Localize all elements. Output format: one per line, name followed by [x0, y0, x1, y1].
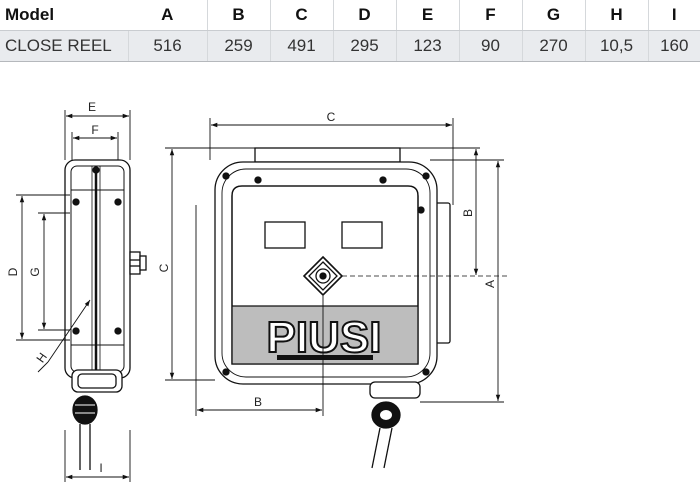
cell-b: 259 — [206, 30, 270, 62]
column-header-model: Model — [0, 0, 128, 31]
side-view-dimensions — [16, 110, 131, 482]
dim-label-g: G — [28, 267, 42, 276]
cell-c: 491 — [269, 30, 333, 62]
hose-stopper-side — [72, 395, 98, 425]
cell-i: 160 — [647, 30, 700, 62]
dim-label-e: E — [88, 100, 96, 114]
dim-label-c-left: C — [157, 263, 171, 272]
dim-label-a: A — [483, 280, 497, 288]
window-left — [264, 221, 306, 249]
front-view-dimension-labels: C C B A B — [157, 110, 497, 409]
hose-inlet — [129, 251, 147, 275]
cell-f: 90 — [458, 30, 522, 62]
column-header-d: D — [332, 0, 396, 31]
cell-g: 270 — [521, 30, 585, 62]
dim-label-i: I — [99, 461, 102, 475]
column-header-g: G — [521, 0, 585, 31]
cell-a: 516 — [127, 30, 207, 62]
table-row: CLOSE REEL 516 259 491 295 123 90 270 10… — [0, 30, 700, 62]
dim-label-d: D — [6, 267, 20, 276]
dim-label-b-bottom: B — [254, 395, 262, 409]
table-header-row: Model A B C D E F G H I — [0, 0, 700, 31]
column-header-e: E — [395, 0, 459, 31]
cell-h: 10,5 — [584, 30, 648, 62]
technical-drawing: E F D G H I — [6, 100, 508, 482]
column-header-f: F — [458, 0, 522, 31]
cell-d: 295 — [332, 30, 396, 62]
front-view-dimensions — [165, 118, 504, 416]
dim-label-f: F — [91, 123, 98, 137]
side-view — [64, 159, 147, 470]
dim-label-c-top: C — [327, 110, 336, 124]
cell-model: CLOSE REEL — [0, 30, 128, 62]
front-view — [214, 147, 451, 469]
column-header-b: B — [206, 0, 270, 31]
piusi-logo: PIUSI — [267, 313, 382, 362]
top-bracket — [254, 147, 401, 163]
column-header-h: H — [584, 0, 648, 31]
column-header-c: C — [269, 0, 333, 31]
center-knob — [302, 255, 344, 297]
window-right — [341, 221, 383, 249]
spec-table: Model A B C D E F G H I CLOSE REEL 516 2… — [0, 0, 700, 62]
column-header-i: I — [647, 0, 700, 31]
column-header-a: A — [128, 0, 207, 31]
logo-panel — [232, 306, 418, 364]
dim-label-b-right: B — [461, 209, 475, 217]
cell-e: 123 — [395, 30, 459, 62]
